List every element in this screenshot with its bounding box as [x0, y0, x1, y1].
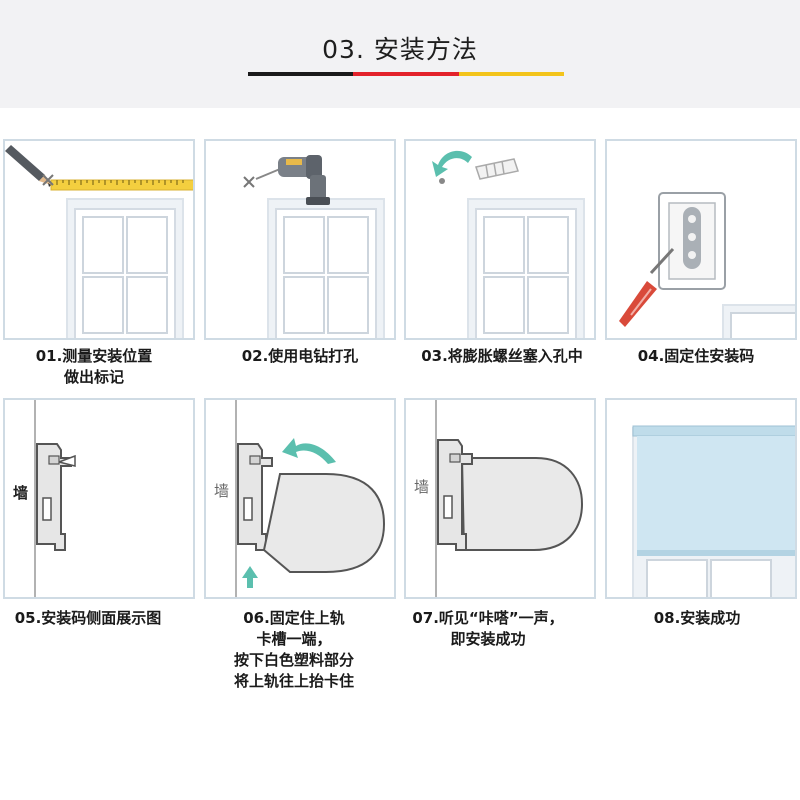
step-05-caption: 05.安装码侧面展示图	[0, 608, 188, 629]
headrail-profile-icon	[460, 457, 584, 551]
caption-line: 04.固定住安装码	[637, 347, 755, 365]
caption-line: 06.固定住上轨	[243, 609, 345, 627]
mounting-bracket-icon	[658, 192, 726, 290]
caption-line: 03.将膨胀螺丝塞入孔中	[421, 347, 583, 365]
drill-icon	[255, 155, 330, 205]
window-illustration	[467, 198, 585, 338]
bracket-side-view-icon	[237, 443, 273, 551]
step-05-illustration: 墙	[3, 398, 195, 599]
step-06-illustration: 墙	[204, 398, 396, 599]
caption-line: 08.安装成功	[653, 609, 741, 627]
tape-measure-icon	[50, 179, 193, 191]
step-07-caption: 07.听见“咔嗒”一声， 即安装成功	[388, 608, 588, 650]
step-08-illustration	[605, 398, 797, 599]
section-header: 03. 安装方法	[0, 0, 800, 108]
step-06-caption: 06.固定住上轨 卡槽一端， 按下白色塑料部分 将上轨往上抬卡住	[194, 608, 394, 692]
caption-line: 02.使用电钻打孔	[241, 347, 359, 365]
caption-line: 即安装成功	[450, 630, 526, 648]
window-illustration	[267, 198, 385, 338]
underline-red	[353, 72, 459, 76]
caption-line: 卡槽一端，	[256, 630, 332, 648]
step-04-caption: 04.固定住安装码	[596, 346, 796, 367]
mark-x-icon	[243, 176, 255, 188]
drill-hole-icon	[439, 178, 445, 184]
wall-anchor-icon	[475, 158, 519, 180]
push-up-arrow-icon	[242, 566, 258, 588]
section-title: 03. 安装方法	[322, 35, 478, 64]
step-04-illustration	[605, 139, 797, 340]
mark-x-icon	[42, 174, 54, 186]
step-07-illustration: 墙	[404, 398, 596, 599]
window-illustration	[66, 198, 184, 338]
caption-line: 按下白色塑料部分	[233, 651, 354, 669]
wall-label: 墙	[13, 484, 28, 502]
caption-line: 01.测量安装位置	[35, 347, 153, 365]
caption-line: 做出标记	[63, 368, 124, 386]
title-underline	[248, 72, 564, 76]
wall-label: 墙	[414, 478, 429, 496]
pencil-icon	[5, 145, 51, 187]
step-03-caption: 03.将膨胀螺丝塞入孔中	[402, 346, 602, 367]
headrail-profile-icon	[262, 473, 386, 573]
wall-label: 墙	[214, 482, 229, 500]
step-08-caption: 08.安装成功	[597, 608, 797, 629]
installed-blind-icon	[632, 425, 795, 556]
step-01-illustration	[3, 139, 195, 340]
bracket-side-view-icon	[36, 443, 76, 551]
screwdriver-icon	[619, 247, 675, 327]
underline-black	[248, 72, 354, 76]
bracket-side-view-icon	[437, 439, 473, 551]
step-02-caption: 02.使用电钻打孔	[200, 346, 400, 367]
caption-line: 将上轨往上抬卡住	[233, 672, 354, 690]
caption-line: 05.安装码侧面展示图	[14, 609, 162, 627]
window-corner-illustration	[722, 304, 795, 338]
underline-yellow	[458, 72, 564, 76]
step-02-illustration	[204, 139, 396, 340]
insert-arrow-icon	[432, 150, 472, 177]
step-01-caption: 01.测量安装位置 做出标记	[0, 346, 194, 388]
rotate-arrow-icon	[282, 438, 336, 464]
step-03-illustration	[404, 139, 596, 340]
caption-line: 07.听见“咔嗒”一声，	[412, 609, 564, 627]
